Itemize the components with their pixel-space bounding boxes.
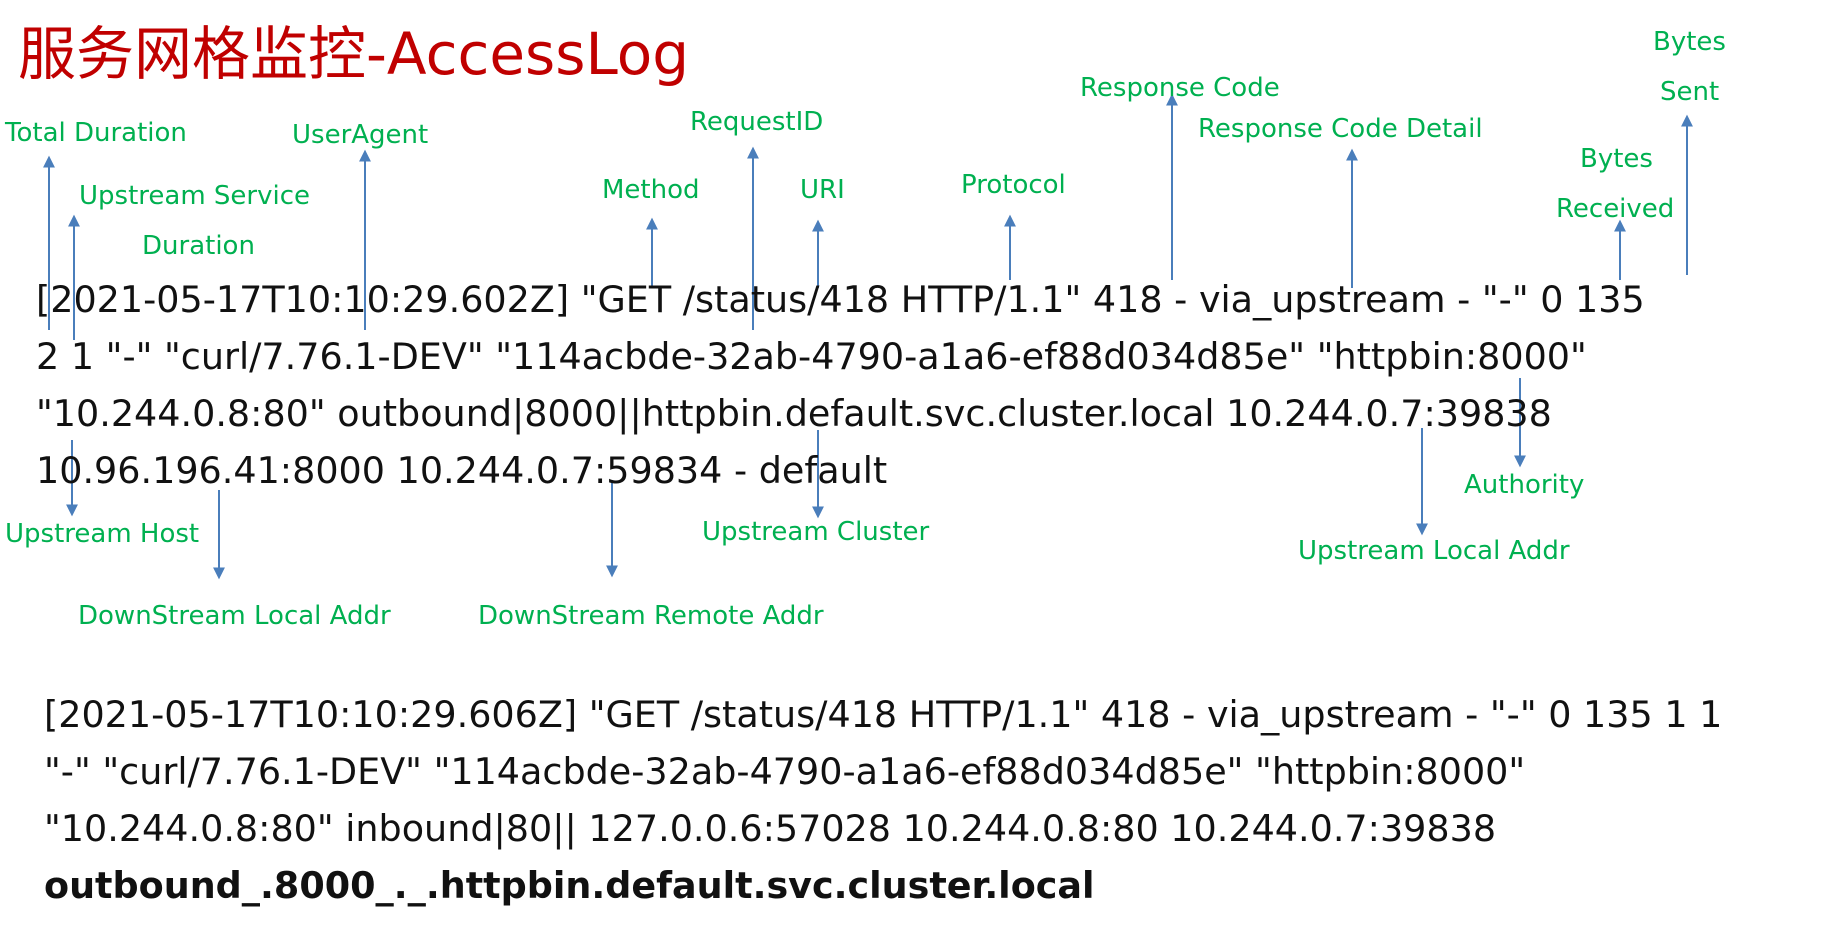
label-protocol: Protocol bbox=[961, 170, 1066, 200]
log2-line-2: "-" "curl/7.76.1-DEV" "114acbde-32ab-479… bbox=[44, 750, 1526, 793]
log2-line-4: outbound_.8000_._.httpbin.default.svc.cl… bbox=[44, 864, 1095, 907]
label-bytes-received-2: Received bbox=[1556, 194, 1675, 224]
label-downstream-local-addr: DownStream Local Addr bbox=[78, 601, 391, 631]
label-total-duration: Total Duration bbox=[5, 118, 187, 148]
label-upstream-host: Upstream Host bbox=[5, 519, 200, 549]
log1-line-3: "10.244.0.8:80" outbound|8000||httpbin.d… bbox=[36, 392, 1552, 435]
label-uri: URI bbox=[800, 175, 845, 205]
log2-line-3: "10.244.0.8:80" inbound|80|| 127.0.0.6:5… bbox=[44, 807, 1497, 850]
label-requestid: RequestID bbox=[690, 107, 824, 137]
label-upstream-local-addr: Upstream Local Addr bbox=[1298, 536, 1570, 566]
label-downstream-remote-addr: DownStream Remote Addr bbox=[478, 601, 824, 631]
slide-title: 服务网格监控-AccessLog bbox=[18, 20, 690, 88]
label-bytes-sent-2: Sent bbox=[1660, 77, 1720, 107]
label-authority: Authority bbox=[1464, 470, 1585, 500]
label-response-code: Response Code bbox=[1080, 73, 1280, 103]
log2-line-1: [2021-05-17T10:10:29.606Z] "GET /status/… bbox=[44, 693, 1723, 736]
log1-line-1: [2021-05-17T10:10:29.602Z] "GET /status/… bbox=[36, 278, 1645, 321]
label-useragent: UserAgent bbox=[292, 120, 429, 150]
label-response-code-detail: Response Code Detail bbox=[1198, 114, 1483, 144]
log1-line-4: 10.96.196.41:8000 10.244.0.7:59834 - def… bbox=[36, 449, 888, 492]
label-upstream-service: Upstream Service bbox=[79, 181, 311, 211]
label-upstream-service-duration: Duration bbox=[142, 231, 255, 261]
label-bytes-sent: Bytes bbox=[1653, 27, 1726, 57]
label-bytes-received: Bytes bbox=[1580, 144, 1653, 174]
log1-line-2: 2 1 "-" "curl/7.76.1-DEV" "114acbde-32ab… bbox=[36, 335, 1587, 378]
label-method: Method bbox=[602, 175, 700, 205]
label-upstream-cluster: Upstream Cluster bbox=[702, 517, 930, 547]
